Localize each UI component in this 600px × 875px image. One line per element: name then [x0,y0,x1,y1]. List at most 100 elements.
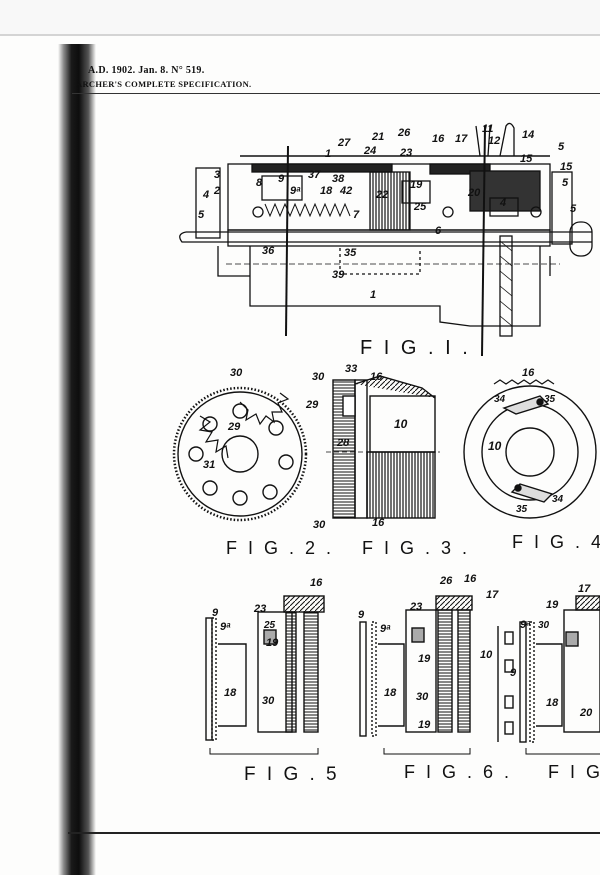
figure-1-hub-section [179,122,593,357]
fig1-label: 21 [371,131,384,143]
fig7-caption: F I G . 7 [548,762,600,782]
fig6-label: 16 [464,573,477,585]
fig1-label: 17 [455,133,468,145]
binding-shadow [58,44,96,875]
page-bottom-rule [68,832,600,834]
patent-header-date: A.D. 1902. Jan. 8. N° 519. [88,65,205,76]
fig3-label: 16 [370,371,383,383]
fig1-label: 3 [214,169,220,181]
figure-7-clutch-detail [504,595,600,755]
fig4-label: 34 [494,394,506,405]
fig1-caption: F I G . I . [360,337,471,359]
fig1-label: 26 [397,127,411,139]
fig1-label: 4 [202,189,209,201]
fig1-label: 27 [337,137,351,149]
fig3-label: 10 [394,417,408,431]
fig4-label: 35 [516,504,528,515]
fig3-label: 30 [313,519,326,531]
figure-3-sleeve-section [326,375,440,519]
fig7-label: 18 [546,697,559,709]
fig3-caption: F I G . 3 . [362,538,470,558]
fig1-label: 5 [562,177,569,189]
fig1-label: 5 [558,141,565,153]
fig1-label: 35 [344,247,357,259]
fig5-label: 23 [253,603,266,615]
figure-5-clutch-detail [205,595,325,755]
fig7-label: 30 [538,620,550,631]
fig6-label: 10 [480,649,493,661]
fig4-label: 34 [552,494,564,505]
figure-6-clutch-detail [359,595,499,755]
fig3-label: 33 [345,363,357,375]
fig1-label: 22 [375,189,388,201]
fig1-label: 20 [467,187,481,199]
fig1-label: 5 [198,209,205,221]
fig1-label: 25 [413,201,427,213]
fig5-label: 30 [262,695,275,707]
fig6-caption: F I G . 6 . [404,762,512,782]
fig1-label: 38 [332,173,345,185]
fig1-label: 16 [432,133,445,145]
fig1-label: 7 [353,209,360,221]
fig1-label: 15 [560,161,573,173]
fig2-label: 31 [203,459,215,471]
fig1-label: 23 [399,147,412,159]
figure-2-ratchet-wheel [172,386,308,522]
fig1-label: 2 [213,185,220,197]
fig3-label: 28 [336,437,350,449]
patent-header-title: ARCHER'S COMPLETE SPECIFICATION. [76,79,252,89]
fig1-label: 9ᵃ [290,185,301,197]
fig7-label: 17 [578,583,591,595]
fig7-label: 9ᵃ [520,619,531,631]
fig6-label: 19 [418,653,431,665]
fig5-label: 18 [224,687,237,699]
figure-4-pawl-ring [463,379,597,519]
fig1-label: 15 [520,153,533,165]
fig6-label: 30 [416,691,429,703]
browser-top-bar [0,0,600,36]
header-rule [72,93,600,94]
fig1-label: 19 [410,179,423,191]
fig1-label: 5 [570,203,577,215]
fig1-label: 9 [278,173,285,185]
fig1-label: 1 [325,148,331,160]
fig1-label: 8 [256,177,263,189]
fig7-label: 19 [546,599,559,611]
patent-sheet: A.D. 1902. Jan. 8. N° 519. ARCHER'S COMP… [0,36,600,875]
fig1-label: 42 [339,185,352,197]
fig4-label: 16 [522,367,535,379]
fig3-label: 16 [372,517,385,529]
fig5-label: 9ᵃ [220,621,231,633]
fig3-label: 29 [305,399,319,411]
fig1-label: 11 [482,123,493,135]
fig1-label: 14 [522,129,534,141]
fig4-label: 10 [488,439,502,453]
fig2-caption: F I G . 2 . [226,538,334,558]
fig1-label: 4 [499,197,506,209]
fig5-label: 16 [310,577,323,589]
fig2-label: 29 [227,421,241,433]
fig4-caption: F I G . 4 . [512,532,600,552]
fig3-label: 30 [312,371,325,383]
fig6-label: 17 [486,589,499,601]
fig5-label: 19 [266,637,279,649]
fig7-label: 9 [510,667,517,679]
fig6-label: 19 [418,719,431,731]
fig1-label: 24 [363,145,376,157]
fig5-label: 9 [212,607,219,619]
fig1-label: 37 [308,169,321,181]
fig5-label: 25 [263,620,276,631]
fig6-label: 23 [409,601,422,613]
fig4-label: 35 [544,394,556,405]
fig2-label: 30 [230,367,243,379]
patent-drawings: 3 2 4 5 27 1 21 24 23 26 16 17 11 12 14 … [172,122,600,785]
fig6-label: 18 [384,687,397,699]
fig6-label: 26 [439,575,453,587]
fig1-label: 18 [320,185,333,197]
fig6-label: 9 [358,609,365,621]
fig1-label: 1 [370,289,376,301]
fig1-label: 36 [262,245,275,257]
fig1-label: 39 [332,269,345,281]
fig1-label: 6 [435,225,442,237]
fig5-caption: F I G . 5 [244,764,340,785]
